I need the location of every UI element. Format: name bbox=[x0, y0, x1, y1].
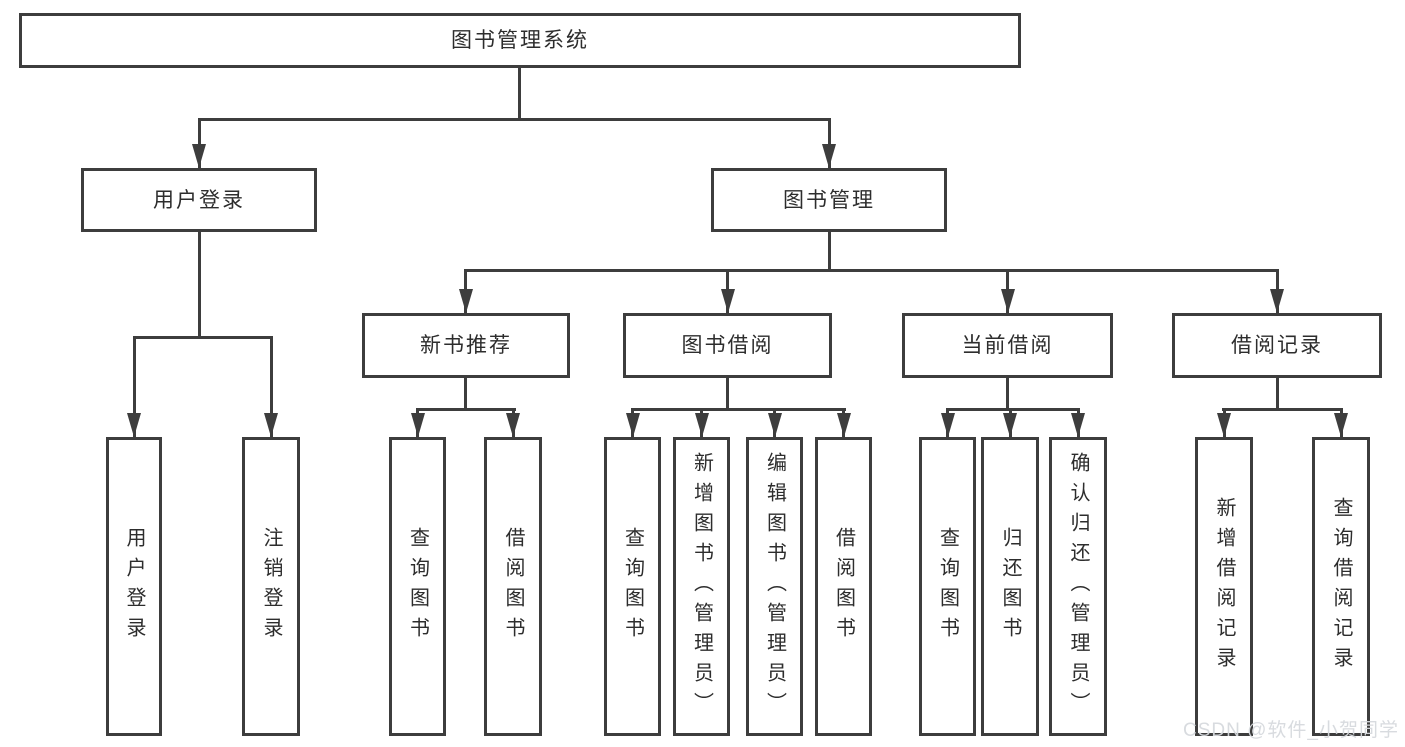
node-label: 归还图书 bbox=[999, 526, 1021, 647]
node-root: 图书管理系统 bbox=[19, 13, 1021, 68]
arrowhead-down-icon bbox=[411, 413, 425, 437]
edge-line bbox=[198, 118, 201, 168]
leaf-query-books-borrowing: 查询图书 bbox=[604, 437, 661, 736]
arrowhead-down-icon bbox=[626, 413, 640, 437]
node-label: 编辑图书（管理员） bbox=[763, 451, 786, 722]
node-label: 新增借阅记录 bbox=[1213, 496, 1235, 677]
arrowhead-down-icon bbox=[192, 144, 206, 168]
node-label: 查询借阅记录 bbox=[1330, 496, 1352, 677]
arrowhead-down-icon bbox=[695, 413, 709, 437]
leaf-confirm-return-admin: 确认归还（管理员） bbox=[1049, 437, 1107, 736]
leaf-edit-book-admin: 编辑图书（管理员） bbox=[746, 437, 803, 736]
edge-line bbox=[198, 118, 831, 121]
node-current-borrowing: 当前借阅 bbox=[902, 313, 1113, 378]
arrowhead-down-icon bbox=[1003, 413, 1017, 437]
node-label: 图书借阅 bbox=[681, 334, 774, 357]
edge-line bbox=[270, 336, 273, 437]
edge-line bbox=[828, 232, 831, 272]
node-label: 借阅图书 bbox=[502, 526, 524, 647]
arrowhead-down-icon bbox=[1001, 289, 1015, 313]
node-borrowing-records: 借阅记录 bbox=[1172, 313, 1382, 378]
node-label: 查询图书 bbox=[936, 526, 959, 647]
edge-line bbox=[631, 408, 846, 411]
node-book-borrowing: 图书借阅 bbox=[623, 313, 832, 378]
edge-line bbox=[416, 408, 516, 411]
node-label: 借阅记录 bbox=[1231, 334, 1323, 357]
node-label: 借阅图书 bbox=[832, 526, 855, 647]
arrowhead-down-icon bbox=[264, 413, 278, 437]
edge-line bbox=[1276, 378, 1279, 411]
edge-line bbox=[828, 118, 831, 168]
leaf-add-borrow-record: 新增借阅记录 bbox=[1195, 437, 1253, 736]
arrowhead-down-icon bbox=[506, 413, 520, 437]
edge-line bbox=[464, 269, 1279, 272]
leaf-query-books-recommend: 查询图书 bbox=[389, 437, 446, 736]
arrowhead-down-icon bbox=[1334, 413, 1348, 437]
leaf-return-book: 归还图书 bbox=[981, 437, 1039, 736]
arrowhead-down-icon bbox=[822, 144, 836, 168]
arrowhead-down-icon bbox=[1071, 413, 1085, 437]
watermark: CSDN @软件_小贺同学 bbox=[1183, 720, 1399, 741]
leaf-borrow-books-borrowing: 借阅图书 bbox=[815, 437, 872, 736]
node-new-book-recommendation: 新书推荐 bbox=[362, 313, 570, 378]
edge-line bbox=[133, 336, 136, 437]
node-label: 查询图书 bbox=[621, 526, 644, 647]
edge-line bbox=[726, 378, 729, 411]
node-label: 查询图书 bbox=[406, 526, 429, 647]
node-user-login: 用户登录 bbox=[81, 168, 317, 232]
node-label: 确认归还（管理员） bbox=[1067, 451, 1089, 722]
leaf-add-book-admin: 新增图书（管理员） bbox=[673, 437, 730, 736]
node-label: 注销登录 bbox=[260, 526, 282, 647]
leaf-user-login: 用户登录 bbox=[106, 437, 162, 736]
node-label: 图书管理 bbox=[783, 188, 875, 212]
arrowhead-down-icon bbox=[837, 413, 851, 437]
arrowhead-down-icon bbox=[721, 289, 735, 313]
edge-line bbox=[133, 336, 273, 339]
arrowhead-down-icon bbox=[1270, 289, 1284, 313]
node-label: 当前借阅 bbox=[961, 334, 1054, 357]
edge-line bbox=[946, 408, 1080, 411]
node-label: 图书管理系统 bbox=[451, 29, 589, 52]
node-label: 用户登录 bbox=[153, 188, 245, 212]
leaf-query-books-current: 查询图书 bbox=[919, 437, 976, 736]
node-label: 用户登录 bbox=[123, 526, 145, 647]
arrowhead-down-icon bbox=[941, 413, 955, 437]
edge-line bbox=[518, 68, 521, 120]
arrowhead-down-icon bbox=[768, 413, 782, 437]
leaf-logout: 注销登录 bbox=[242, 437, 300, 736]
node-label: 新书推荐 bbox=[420, 334, 512, 357]
edge-line bbox=[464, 378, 467, 411]
edge-line bbox=[1006, 378, 1009, 411]
leaf-borrow-books-recommend: 借阅图书 bbox=[484, 437, 542, 736]
edge-line bbox=[1222, 408, 1343, 411]
leaf-query-borrow-record: 查询借阅记录 bbox=[1312, 437, 1370, 736]
arrowhead-down-icon bbox=[1217, 413, 1231, 437]
arrowhead-down-icon bbox=[127, 413, 141, 437]
node-book-management: 图书管理 bbox=[711, 168, 947, 232]
edge-line bbox=[198, 232, 201, 339]
node-label: 新增图书（管理员） bbox=[690, 451, 713, 722]
arrowhead-down-icon bbox=[459, 289, 473, 313]
